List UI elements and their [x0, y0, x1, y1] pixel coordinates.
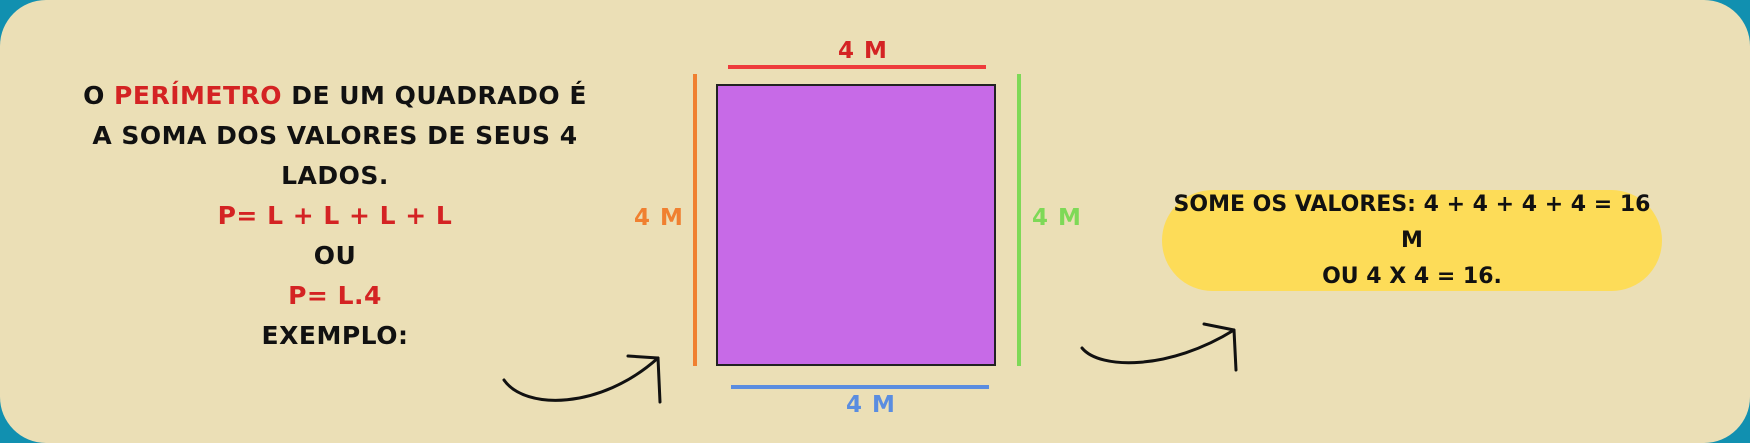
top-side-label: 4 M: [838, 38, 888, 64]
result-bubble: SOME OS VALORES: 4 + 4 + 4 + 4 = 16 M OU…: [1162, 190, 1662, 291]
right-side-line: [1017, 74, 1021, 366]
example-label: EXEMPLO:: [261, 321, 409, 350]
definition-line-2: A SOMA DOS VALORES DE SEUS 4: [92, 121, 578, 150]
formula-sum: P= L + L + L + L: [217, 201, 453, 230]
left-side-label: 4 M: [634, 205, 684, 231]
or-label: OU: [313, 241, 357, 270]
definition-line-3: LADOS.: [281, 161, 389, 190]
curved-arrow-icon: [502, 354, 662, 404]
curved-arrow-icon: [1080, 322, 1238, 372]
perimeter-explanation: O PERÍMETRO DE UM QUADRADO É A SOMA DOS …: [70, 76, 600, 356]
square-shape: [716, 84, 996, 366]
formula-product: P= L.4: [288, 281, 382, 310]
result-line-1: SOME OS VALORES: 4 + 4 + 4 + 4 = 16 M: [1173, 191, 1651, 253]
bottom-side-label: 4 M: [846, 392, 896, 418]
definition-text-start: O: [83, 81, 115, 110]
right-side-label: 4 M: [1032, 205, 1082, 231]
left-side-line: [693, 74, 697, 366]
perimeter-highlight: PERÍMETRO: [114, 81, 283, 110]
result-line-2: OU 4 X 4 = 16.: [1322, 263, 1502, 289]
bottom-side-line: [731, 385, 989, 389]
definition-line-1: O PERÍMETRO DE UM QUADRADO É: [70, 76, 600, 116]
definition-text-end: DE UM QUADRADO É: [282, 81, 587, 110]
top-side-line: [728, 65, 986, 69]
